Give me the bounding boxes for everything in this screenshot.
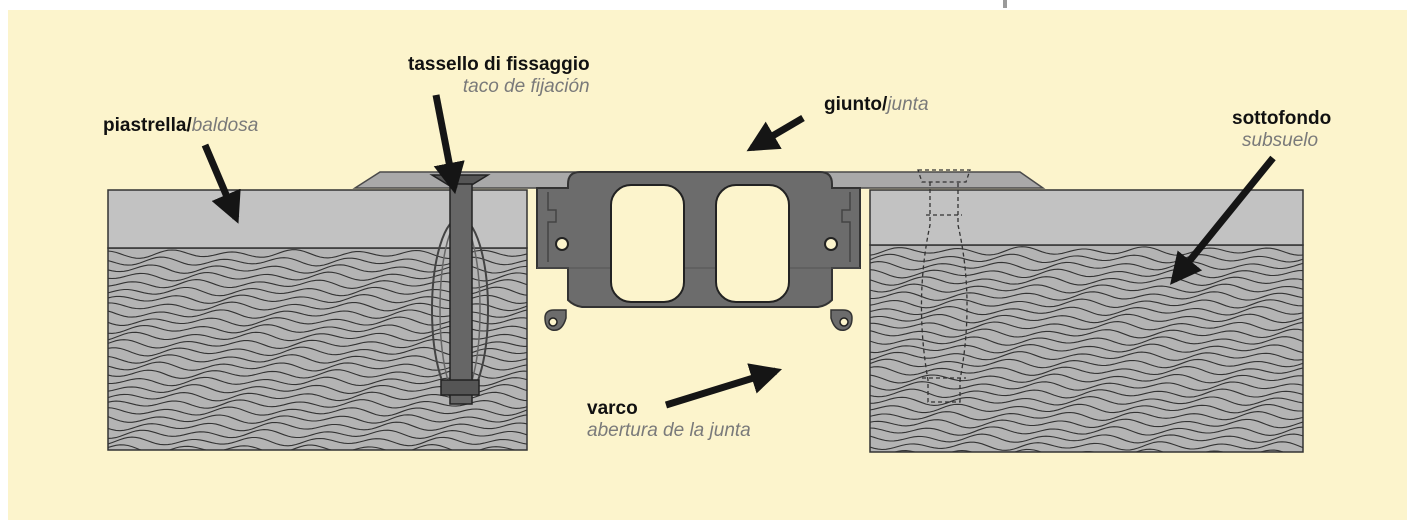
hidden-anchor-outline	[917, 169, 971, 403]
subfloor-label-alt: subsuelo	[1242, 130, 1319, 151]
texture-line	[870, 426, 1303, 436]
texture-line	[870, 396, 1303, 406]
gap-label: varco abertura de la junta	[587, 398, 751, 442]
right-tile	[869, 189, 1304, 246]
texture-line	[870, 261, 1303, 271]
texture-line	[870, 298, 1303, 309]
texture-line	[108, 421, 527, 432]
texture-line	[870, 358, 1303, 369]
texture-line	[870, 441, 1303, 451]
joint-label: giunto/junta	[824, 94, 929, 116]
joint-slot-right	[715, 184, 790, 303]
joint-pointer-arrow	[746, 114, 805, 152]
texture-line	[870, 336, 1303, 346]
texture-line	[870, 276, 1303, 286]
texture-line	[870, 306, 1303, 316]
joint-label-separator: /	[882, 94, 888, 115]
texture-line	[870, 246, 1303, 256]
anchor-pointer-arrow	[432, 94, 465, 195]
texture-line	[870, 381, 1303, 391]
texture-line	[870, 313, 1303, 324]
texture-line	[870, 351, 1303, 361]
joint-label-alt: junta	[887, 94, 929, 115]
tile-label: piastrella/baldosa	[103, 115, 258, 137]
texture-line	[870, 433, 1303, 444]
texture-line	[108, 399, 527, 409]
tile-pointer-arrow	[201, 143, 241, 224]
anchor-label-main: tassello di fissaggio	[408, 54, 590, 75]
texture-line	[870, 253, 1303, 264]
joint-label-main: giunto	[824, 94, 883, 115]
tile-label-separator: /	[186, 115, 192, 136]
texture-line	[870, 366, 1303, 376]
texture-line	[870, 411, 1303, 421]
texture-line	[870, 321, 1303, 331]
texture-line	[870, 291, 1303, 301]
texture-line	[870, 403, 1303, 414]
subfloor-label: sottofondo subsuelo	[1232, 108, 1331, 152]
gap-label-main: varco	[587, 398, 638, 419]
anchor-label: tassello di fissaggio taco de fijación	[408, 54, 590, 98]
texture-line	[108, 406, 527, 417]
top-edge-mark	[1003, 0, 1007, 8]
texture-line	[108, 414, 527, 424]
gap-label-alt: abertura de la junta	[587, 420, 751, 441]
anchor-label-alt: taco de fijación	[462, 76, 590, 97]
texture-line	[108, 429, 527, 439]
joint-slot-left	[610, 184, 685, 303]
texture-line	[870, 283, 1303, 294]
texture-line	[870, 418, 1303, 429]
texture-line	[870, 343, 1303, 354]
gap-pointer-arrow	[664, 363, 783, 409]
right-subfloor-texture	[870, 246, 1303, 452]
texture-line	[870, 373, 1303, 384]
texture-line	[108, 436, 527, 447]
texture-line	[870, 268, 1303, 279]
tile-label-alt: baldosa	[191, 115, 259, 136]
subfloor-pointer-arrow	[1170, 155, 1276, 285]
texture-line	[893, 448, 1286, 452]
texture-line	[108, 444, 518, 450]
right-subfloor-block	[869, 244, 1304, 453]
subfloor-label-main: sottofondo	[1232, 108, 1332, 129]
tile-label-main: piastrella	[103, 115, 187, 136]
joint-profile	[536, 171, 861, 331]
texture-line	[870, 328, 1303, 339]
texture-line	[870, 388, 1303, 399]
